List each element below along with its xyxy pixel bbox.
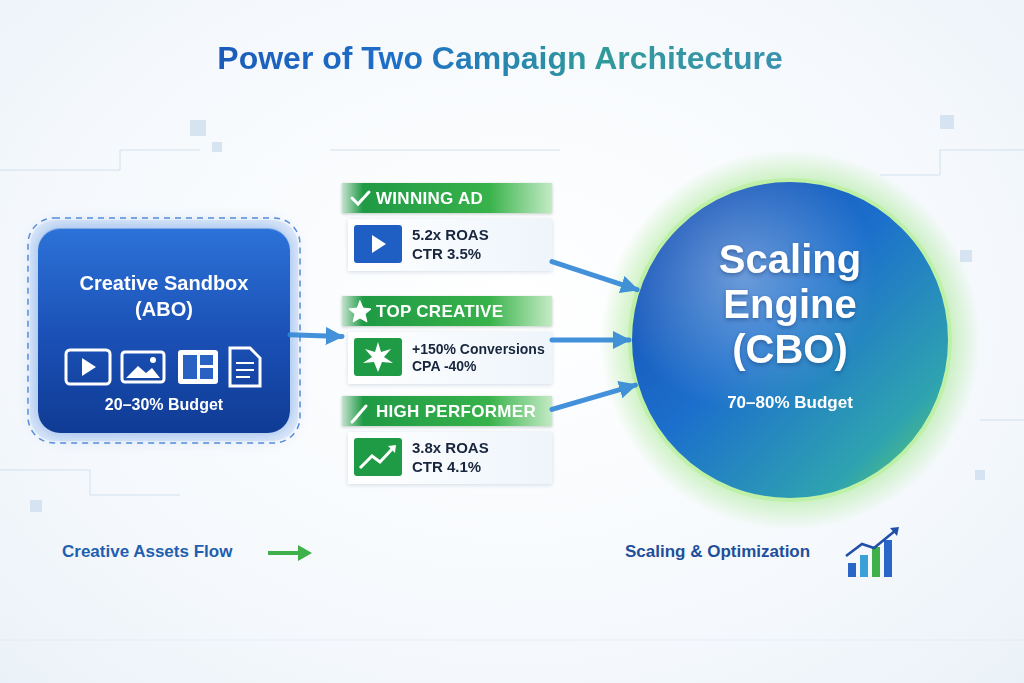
diagram-title: Power of Two Campaign Architecture xyxy=(0,40,1000,77)
performance-card: WINNING AD 5.2x ROAS CTR 3.5% xyxy=(342,183,552,271)
footer-label: Scaling & Optimization xyxy=(625,542,810,562)
box-heading: Creative Sandbox (ABO) xyxy=(58,270,270,322)
dashed-outline xyxy=(28,218,300,443)
card-heading: WINNING AD xyxy=(376,189,483,209)
performance-card: TOP CREATIVE +150% Conversions CPA -40% xyxy=(342,296,552,384)
chart-bar xyxy=(872,547,880,577)
metric-text: 5.2x ROAS CTR 3.5% xyxy=(412,226,504,264)
metric-text: 3.8x ROAS CTR 4.1% xyxy=(412,439,504,477)
chart-trend xyxy=(846,530,896,556)
chart-bar xyxy=(848,563,856,577)
footer-icons xyxy=(268,527,899,577)
card-body: 3.8x ROAS CTR 4.1% xyxy=(348,432,552,484)
performance-card: HIGH PERFORMER 3.8x ROAS CTR 4.1% xyxy=(342,396,552,484)
decor-square xyxy=(190,120,206,136)
scaling-circle: Scaling Engine (CBO) 70–80% Budget xyxy=(625,175,955,505)
decor-square xyxy=(212,142,222,152)
flow-arrow xyxy=(552,385,635,409)
flow-arrow xyxy=(552,338,629,343)
sandbox-box: Creative Sandbox (ABO) 20–30% Budget xyxy=(38,228,290,433)
circuit-line xyxy=(0,640,1024,641)
footer-label: Creative Assets Flow xyxy=(62,542,232,562)
budget-label: 70–80% Budget xyxy=(665,393,915,413)
chart-bar xyxy=(884,540,892,577)
budget-label: 20–30% Budget xyxy=(48,396,280,414)
circuit-line xyxy=(330,150,560,151)
decor-square xyxy=(940,115,954,129)
decor-square xyxy=(30,500,42,512)
card-header: WINNING AD xyxy=(342,183,552,213)
card-body: 5.2x ROAS CTR 3.5% xyxy=(348,219,552,271)
card-heading: HIGH PERFORMER xyxy=(376,402,536,422)
circle-glow xyxy=(600,150,980,530)
circle-fill xyxy=(630,180,950,500)
chart-trend-head xyxy=(890,527,899,536)
circuit-line xyxy=(0,150,200,170)
card-header: HIGH PERFORMER xyxy=(342,396,552,426)
card-heading: TOP CREATIVE xyxy=(376,302,503,322)
circuit-line xyxy=(980,420,1024,421)
flow-arrow xyxy=(552,262,637,290)
circuit-line xyxy=(0,470,180,495)
card-body: +150% Conversions CPA -40% xyxy=(348,332,552,384)
engine-heading: Scaling Engine (CBO) xyxy=(670,237,910,371)
card-header: TOP CREATIVE xyxy=(342,296,552,326)
circle-shine xyxy=(632,182,948,498)
circuit-line xyxy=(880,150,1024,175)
chart-bar xyxy=(860,555,868,577)
flow-arrow-shaft xyxy=(268,551,300,555)
flow-arrow-head xyxy=(298,545,312,561)
grid-lines xyxy=(0,150,1024,640)
flow-arrow xyxy=(290,335,342,337)
metric-text: +150% Conversions CPA -40% xyxy=(412,341,552,376)
sandbox-glow xyxy=(30,220,298,441)
decor-square xyxy=(975,470,985,480)
